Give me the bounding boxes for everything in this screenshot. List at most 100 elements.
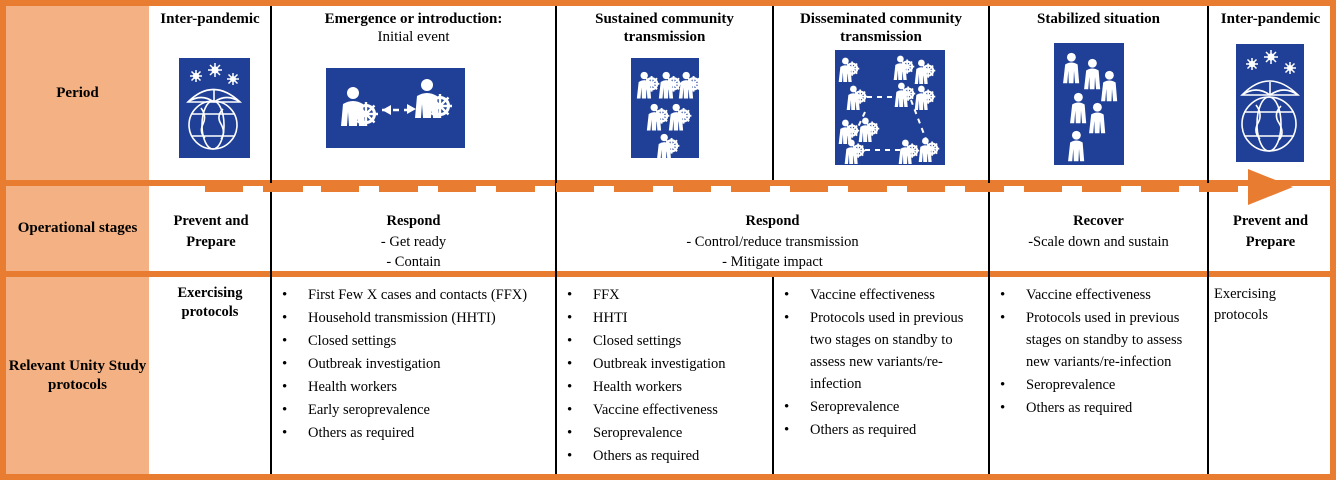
- period-label: Sustained community transmission: [595, 11, 734, 45]
- row-separator-period-operational: [6, 180, 1330, 186]
- operational-stage-heading: Respond: [745, 213, 800, 229]
- row-header-operational-stages: Operational stages: [6, 186, 149, 271]
- timeline-dash: [1082, 183, 1121, 192]
- protocols-stabilized: Vaccine effectiveness Protocols used in …: [994, 284, 1199, 420]
- list-item: Seroprevalence: [1000, 374, 1199, 397]
- row-header-period: Period: [6, 6, 149, 180]
- period-title-inter-pandemic-end: Inter-pandemic: [1211, 10, 1330, 28]
- list-item: Outbreak investigation: [567, 353, 769, 376]
- period-label: Inter-pandemic: [160, 11, 260, 27]
- timeline-dash: [263, 183, 303, 192]
- table-border-bottom: [0, 474, 1336, 480]
- timeline-dash: [673, 183, 711, 192]
- list-item: Others as required: [567, 445, 769, 468]
- row-header-protocols-label: Relevant Unity Study protocols: [8, 357, 147, 393]
- column-divider-2: [555, 6, 557, 474]
- list-item: First Few X cases and contacts (FFX): [282, 284, 552, 307]
- period-title-inter-pandemic-start: Inter-pandemic: [152, 10, 268, 28]
- operational-stage-line: -Scale down and sustain: [1028, 233, 1169, 250]
- operational-stage-line: - Control/reduce transmission: [686, 233, 859, 250]
- row-header-operational-stages-label: Operational stages: [17, 220, 138, 237]
- list-item: Household transmission (HHTI): [282, 307, 552, 330]
- operational-stage-prevent-and-prepare-end: Prevent and Prepare: [1211, 211, 1330, 252]
- timeline-arrow-head: [1248, 169, 1293, 205]
- operational-stage-heading: Prevent and Prepare: [173, 213, 249, 250]
- operational-stage-line: - Contain: [386, 254, 441, 271]
- timeline-dash: [790, 183, 828, 192]
- protocols-inter-pandemic-start: Exercising protocols: [152, 284, 268, 322]
- column-divider-4: [988, 6, 990, 474]
- column-divider-3-bottom: [772, 277, 774, 474]
- list-item: Vaccine effectiveness: [784, 284, 982, 307]
- network-of-infected-people-icon: [835, 50, 945, 165]
- protocols-text: Exercising protocols: [1214, 286, 1277, 324]
- list-item: Protocols used in previous two stages on…: [784, 307, 982, 395]
- timeline-dash: [848, 183, 887, 192]
- list-item: Health workers: [567, 376, 769, 399]
- period-label: Emergence or introduction:: [324, 11, 503, 27]
- period-title-disseminated-community-transmission: Disseminated community transmission: [776, 10, 986, 46]
- period-sublabel: Initial event: [377, 29, 450, 45]
- operational-stage-respond-control-mitigate: Respond - Control/reduce transmission - …: [559, 211, 986, 273]
- operational-stage-heading: Recover: [1073, 213, 1124, 229]
- protocols-emergence: First Few X cases and contacts (FFX) Hou…: [276, 284, 552, 445]
- timeline-dash: [1199, 183, 1238, 192]
- column-divider-1: [270, 6, 272, 474]
- operational-stage-line: - Get ready: [380, 233, 447, 250]
- row-header-relevant-unity-study-protocols: Relevant Unity Study protocols: [6, 277, 149, 474]
- column-divider-3-top: [772, 6, 774, 180]
- period-title-emergence-or-introduction: Emergence or introduction: Initial event: [274, 10, 553, 46]
- list-item: Others as required: [282, 422, 552, 445]
- list-item: Closed settings: [282, 330, 552, 353]
- table-border-top: [0, 0, 1336, 6]
- timeline-dash: [496, 183, 535, 192]
- list-item: Vaccine effectiveness: [567, 399, 769, 422]
- timeline-dash: [438, 183, 476, 192]
- timeline-dash: [379, 183, 418, 192]
- timeline-dash: [731, 183, 770, 192]
- two-people-virus-transmission-arrow-icon: [326, 68, 465, 148]
- timeline-dash: [614, 183, 653, 192]
- list-item: Health workers: [282, 376, 552, 399]
- list-item: Protocols used in previous stages on sta…: [1000, 307, 1199, 373]
- protocols-text: Exercising protocols: [177, 285, 243, 320]
- operational-stage-line: - Mitigate impact: [722, 254, 823, 271]
- period-label: Stabilized situation: [1037, 11, 1160, 27]
- list-item: Seroprevalence: [784, 396, 982, 419]
- operational-stage-heading: Respond: [386, 213, 441, 229]
- period-label: Inter-pandemic: [1220, 11, 1321, 27]
- table-border-left: [0, 0, 6, 480]
- list-item: HHTI: [567, 307, 769, 330]
- protocols-disseminated: Vaccine effectiveness Protocols used in …: [778, 284, 982, 442]
- timeline-dash: [321, 183, 359, 192]
- list-item: Seroprevalence: [567, 422, 769, 445]
- timeline-dash: [907, 183, 945, 192]
- timeline-dash: [1141, 183, 1179, 192]
- list-item: FFX: [567, 284, 769, 307]
- timeline-dash: [556, 183, 594, 192]
- period-label: Disseminated community transmission: [799, 11, 963, 45]
- list-item: Vaccine effectiveness: [1000, 284, 1199, 307]
- list-item: Others as required: [1000, 397, 1199, 420]
- operational-stage-respond-get-ready-contain: Respond - Get ready - Contain: [274, 211, 553, 273]
- protocols-inter-pandemic-end: Exercising protocols: [1214, 284, 1314, 326]
- operational-stage-heading: Prevent and Prepare: [1232, 213, 1309, 250]
- six-infected-people-icon: [631, 58, 699, 158]
- row-header-period-label: Period: [56, 84, 99, 101]
- list-item: Closed settings: [567, 330, 769, 353]
- row-separator-operational-protocols: [6, 271, 1330, 277]
- operational-stage-recover-scale-down: Recover -Scale down and sustain: [992, 211, 1205, 252]
- timeline-dash: [1024, 183, 1062, 192]
- column-divider-5: [1207, 6, 1209, 474]
- umbrella-over-globe-with-virus-icon: [179, 58, 250, 158]
- list-item: Others as required: [784, 419, 982, 442]
- period-title-stabilized-situation: Stabilized situation: [992, 10, 1205, 28]
- umbrella-over-globe-with-virus-icon-end: [1236, 44, 1304, 162]
- six-healthy-people-icon: [1054, 43, 1124, 165]
- protocols-sustained: FFX HHTI Closed settings Outbreak invest…: [561, 284, 769, 468]
- timeline-dash: [205, 183, 243, 192]
- period-title-sustained-community-transmission: Sustained community transmission: [559, 10, 770, 46]
- operational-stage-prevent-and-prepare-start: Prevent and Prepare: [152, 211, 270, 252]
- table-border-right: [1330, 0, 1336, 480]
